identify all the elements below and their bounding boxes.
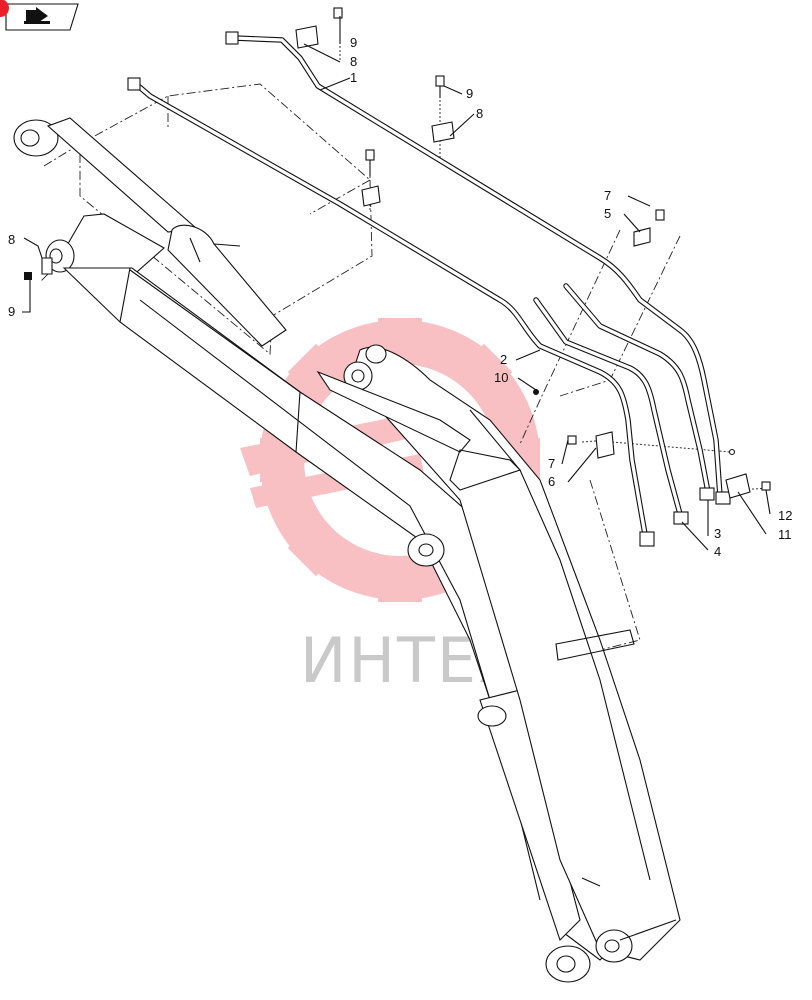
callout-8-top: 8 — [350, 54, 357, 69]
hydraulic-pipe-2 — [127, 77, 655, 547]
callout-11: 11 — [778, 527, 792, 542]
callout-12: 12 — [778, 508, 792, 523]
callout-6: 6 — [548, 474, 555, 489]
callout-1: 1 — [350, 70, 357, 85]
corner-badge — [0, 0, 9, 17]
callout-2: 2 — [500, 352, 507, 367]
callout-labels: 9 8 1 9 8 8 9 7 5 2 10 7 6 12 11 3 4 — [8, 35, 792, 559]
callout-9-mid: 9 — [466, 86, 473, 101]
arm-structure — [316, 344, 681, 983]
callout-9-left: 9 — [8, 304, 15, 319]
callout-3: 3 — [714, 526, 721, 541]
callout-8-left: 8 — [8, 232, 15, 247]
callout-10: 10 — [494, 370, 508, 385]
callout-9-top: 9 — [350, 35, 357, 50]
clamp-parts — [41, 25, 751, 499]
arrow-right-icon — [24, 7, 50, 24]
leader-lines — [22, 16, 771, 551]
callout-8-mid: 8 — [476, 106, 483, 121]
callout-7-lower: 7 — [548, 456, 555, 471]
hydraulic-pipe-3 — [563, 283, 731, 505]
bolt-parts — [24, 7, 771, 491]
callout-5: 5 — [604, 206, 611, 221]
hydraulic-pipe-1 — [225, 31, 723, 499]
callout-4: 4 — [714, 544, 721, 559]
callout-7-upper: 7 — [604, 188, 611, 203]
hydraulic-pipe-4 — [533, 297, 689, 525]
header-tab[interactable] — [0, 0, 79, 31]
boom-cylinder — [13, 117, 287, 347]
